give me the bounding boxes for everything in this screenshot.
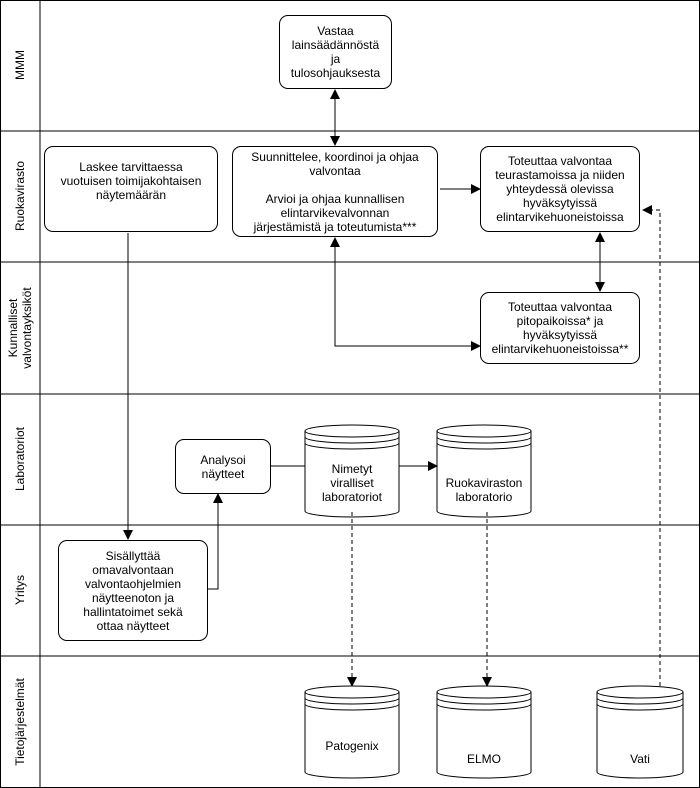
box-toteuttaa-pito: Toteuttaa valvontaa pitopaikoissa* ja hy… bbox=[480, 292, 640, 364]
box-text: Laskee tarvittaessa vuotuisen toimijakoh… bbox=[60, 160, 202, 202]
cylinder-nimetyt bbox=[304, 424, 400, 518]
cylinder-patogenix bbox=[304, 685, 400, 779]
box-analysoi: Analysoi näytteet bbox=[175, 439, 271, 494]
cylinder-elmo bbox=[436, 685, 532, 779]
lane-label-tietojarjestelmat: Tietojärjestelmät bbox=[13, 678, 27, 766]
box-text: Toteuttaa valvontaa teurastamoissa ja ni… bbox=[495, 154, 625, 224]
arrow-vati-teurastamo bbox=[642, 205, 661, 686]
label-vati: Vati bbox=[630, 752, 650, 766]
box-text: Sisällyttää omavalvontaan valvontaohjelm… bbox=[83, 548, 183, 633]
box-text: Toteuttaa valvontaa pitopaikoissa* ja hy… bbox=[491, 300, 629, 356]
box-toteuttaa-teurastamo: Toteuttaa valvontaa teurastamoissa ja ni… bbox=[480, 146, 640, 232]
box-text: Analysoi näytteet bbox=[200, 452, 246, 481]
label-nimetyt: Nimetyt viralliset laboratoriot bbox=[321, 462, 383, 504]
cylinder-ruokaviraston-lab bbox=[436, 424, 532, 518]
box-sisallyttaa: Sisällyttää omavalvontaan valvontaohjelm… bbox=[58, 540, 208, 641]
box-mmm-responsibility: Vastaa lainsäädännöstä ja tulosohjaukses… bbox=[279, 15, 392, 89]
lane-label-ruokavirasto: Ruokavirasto bbox=[13, 160, 27, 232]
arrow-sisallyttaa-analysoi bbox=[208, 493, 223, 590]
box-text: Vastaa lainsäädännöstä ja tulosohjaukses… bbox=[290, 24, 381, 80]
lane-label-mmm: MMM bbox=[13, 50, 27, 80]
lane-label-yritys: Yritys bbox=[13, 575, 27, 605]
box-text: Suunnittelee, koordinoi ja ohjaa valvont… bbox=[251, 149, 419, 234]
box-laskee: Laskee tarvittaessa vuotuisen toimijakoh… bbox=[44, 146, 218, 232]
label-elmo: ELMO bbox=[466, 752, 501, 766]
lane-label-laboratoriot: Laboratoriot bbox=[13, 426, 27, 492]
cylinder-vati bbox=[596, 685, 684, 779]
label-ruokaviraston-lab: Ruokaviraston laboratorio bbox=[445, 476, 523, 504]
label-patogenix: Patogenix bbox=[325, 739, 379, 753]
box-suunnittelee: Suunnittelee, koordinoi ja ohjaa valvont… bbox=[232, 146, 438, 237]
arrow-suunnittelee-pito bbox=[330, 237, 481, 351]
lane-label-kunnalliset: Kunnalliset valvontayksiköt bbox=[6, 287, 34, 369]
